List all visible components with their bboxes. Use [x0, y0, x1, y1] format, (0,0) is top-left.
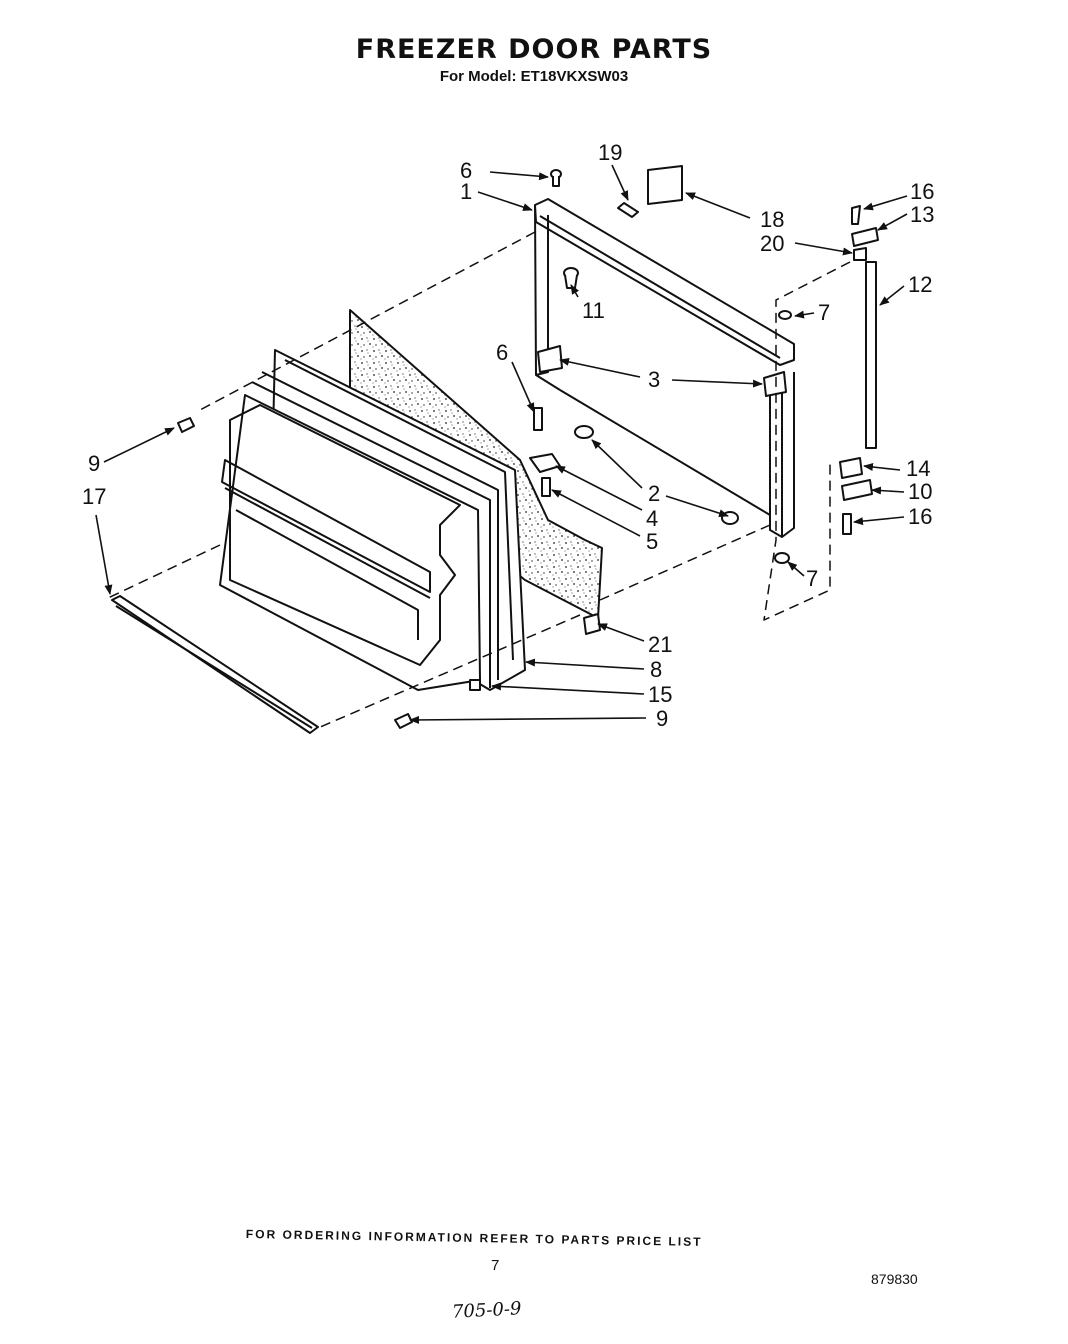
callout-6-mid: 6: [496, 340, 508, 365]
callout-7-bottom: 7: [806, 566, 818, 591]
callout-16-bottom: 16: [908, 504, 932, 529]
callout-15: 15: [648, 682, 672, 707]
door-frame: [534, 198, 795, 538]
door-gasket-strip: [111, 595, 319, 734]
leader-lines: [95, 164, 908, 724]
callout-3: 3: [648, 367, 660, 392]
callout-18: 18: [760, 207, 784, 232]
page-title: FREEZER DOOR PARTS: [355, 34, 713, 65]
hardware-parts: [177, 165, 879, 729]
document-number: 879830: [871, 1271, 918, 1287]
callout-17: 17: [82, 484, 106, 509]
callout-8: 8: [650, 657, 662, 682]
callout-13: 13: [910, 202, 934, 227]
callout-9-left: 9: [88, 451, 100, 476]
model-subtitle: For Model: ET18VKXSW03: [439, 68, 629, 85]
callout-16-top: 16: [910, 179, 934, 204]
callout-9-bottom: 9: [656, 706, 668, 731]
callout-4: 4: [646, 506, 658, 531]
callout-19: 19: [598, 140, 622, 165]
handwritten-code: 705-0-9: [451, 1298, 522, 1323]
callout-1: 1: [460, 179, 472, 204]
callout-14: 14: [906, 456, 930, 481]
callout-12: 12: [908, 272, 932, 297]
alignment-lines: [107, 231, 851, 729]
callout-labels: 6 1 19 18 16 13 20 12 7 11 6 3 9 17 2 4 …: [82, 140, 934, 731]
callout-21: 21: [648, 632, 672, 657]
callout-20: 20: [760, 231, 784, 256]
hinge-rod: [865, 261, 877, 449]
callout-11: 11: [582, 298, 605, 323]
callout-5: 5: [646, 529, 658, 554]
callout-10: 10: [908, 479, 932, 504]
callout-7-top: 7: [818, 300, 830, 325]
page-number: 7: [491, 1257, 500, 1274]
callout-6-top: 6: [460, 158, 472, 183]
callout-2: 2: [648, 481, 660, 506]
inner-door-liner: [219, 394, 481, 691]
